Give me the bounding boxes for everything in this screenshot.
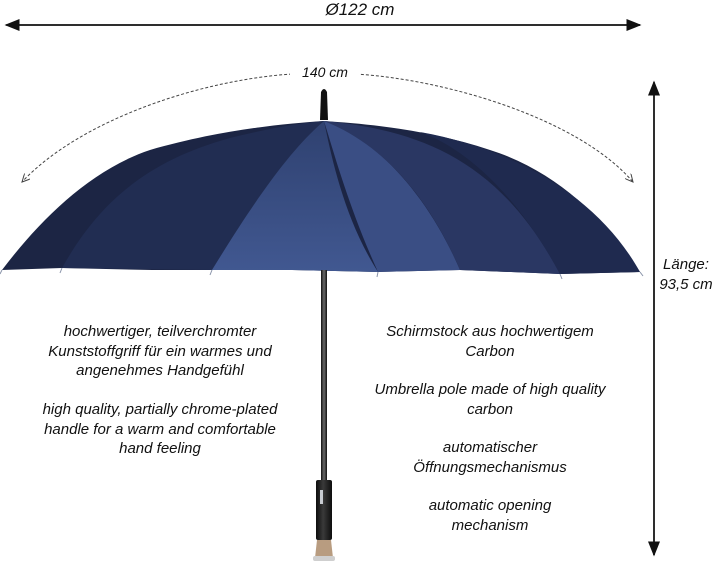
mechanism-description-german: automatischer Öffnungsmechanismus [350, 438, 630, 477]
text-line: hochwertiger, teilverchromter [63, 323, 257, 340]
diameter-label: Ø122 cm [325, 0, 395, 19]
text-line: Kunststoffgriff für ein warmes und [48, 342, 272, 360]
text-line: Öffnungsmechanismus [413, 458, 567, 476]
text-line: automatischer [442, 439, 538, 456]
length-label-value: 93,5 cm [659, 276, 713, 293]
text-line: angenehmes Handgefühl [76, 362, 244, 379]
handle-description-english: high quality, partially chrome-plated ha… [10, 400, 310, 459]
pole-description-german: Schirmstock aus hochwertigem Carbon [350, 322, 630, 361]
text-line: high quality, partially chrome-plated [42, 401, 278, 418]
mechanism-description-english: automatic opening mechanism [350, 496, 630, 535]
length-label-title: Länge: [663, 256, 709, 273]
text-line: carbon [467, 400, 513, 418]
text-line: automatic opening [428, 497, 552, 514]
text-line: mechanism [451, 516, 529, 534]
handle-description-german: hochwertiger, teilverchromter Kunststoff… [10, 322, 310, 381]
pole-description-english: Umbrella pole made of high quality carbo… [350, 380, 630, 419]
text-line: Schirmstock aus hochwertigem [386, 323, 594, 340]
text-line: Umbrella pole made of high quality [374, 381, 606, 398]
umbrella-shaft [321, 270, 327, 480]
umbrella-handle [313, 480, 335, 561]
text-line: hand feeling [119, 440, 201, 457]
length-label: Länge: 93,5 cm [650, 255, 720, 295]
arc-arrow [22, 73, 633, 182]
text-line: handle for a warm and comfortable [44, 420, 276, 438]
arc-length-label: 140 cm [290, 64, 360, 80]
text-line: Carbon [465, 342, 515, 360]
umbrella-tip [320, 89, 328, 120]
umbrella-canopy [0, 121, 644, 280]
